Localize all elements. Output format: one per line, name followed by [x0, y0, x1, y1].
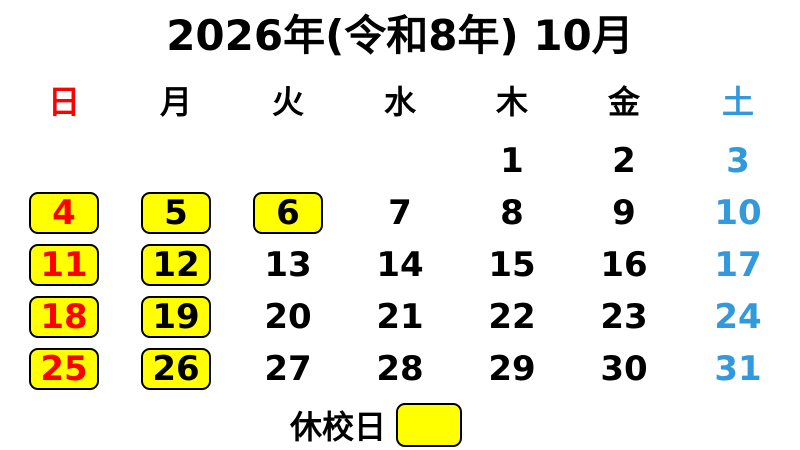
day-cell: 30	[600, 349, 648, 389]
weekday-header: 土	[721, 83, 754, 121]
holiday-day-cell: 26	[141, 348, 211, 390]
weekday-header: 水	[383, 83, 416, 121]
holiday-day-cell: 11	[29, 244, 99, 286]
holiday-day-cell: 19	[141, 296, 211, 338]
day-cell: 17	[714, 245, 762, 285]
holiday-day-cell: 12	[141, 244, 211, 286]
day-cell: 3	[726, 141, 750, 181]
day-cell: 8	[500, 193, 524, 233]
day-cell: 21	[376, 297, 424, 337]
day-cell: 13	[264, 245, 312, 285]
day-cell: 24	[714, 297, 762, 337]
day-cell: 7	[388, 193, 412, 233]
day-cell: 1	[500, 141, 524, 181]
day-cell: 27	[264, 349, 312, 389]
day-cell: 14	[376, 245, 424, 285]
weekday-header: 金	[607, 83, 640, 121]
day-cell: 16	[600, 245, 648, 285]
legend-label: 休校日	[290, 408, 387, 446]
holiday-day-cell: 5	[141, 192, 211, 234]
holiday-day-cell: 25	[29, 348, 99, 390]
day-cell: 15	[488, 245, 536, 285]
day-cell: 2	[612, 141, 636, 181]
day-cell: 31	[714, 349, 762, 389]
holiday-day-cell: 18	[29, 296, 99, 338]
day-cell: 20	[264, 297, 312, 337]
day-cell: 29	[488, 349, 536, 389]
calendar-title: 2026年(令和8年) 10月	[166, 11, 634, 60]
holiday-day-cell: 4	[29, 192, 99, 234]
day-cell: 22	[488, 297, 536, 337]
weekday-header: 日	[47, 83, 80, 121]
weekday-header: 火	[271, 83, 304, 121]
legend: 休校日	[290, 400, 463, 450]
day-cell: 23	[600, 297, 648, 337]
legend-swatch	[396, 403, 463, 447]
day-cell: 10	[714, 193, 762, 233]
day-cell: 9	[612, 193, 636, 233]
day-cell: 28	[376, 349, 424, 389]
weekday-header: 月	[159, 83, 192, 121]
weekday-header: 木	[495, 83, 528, 121]
holiday-day-cell: 6	[253, 192, 323, 234]
